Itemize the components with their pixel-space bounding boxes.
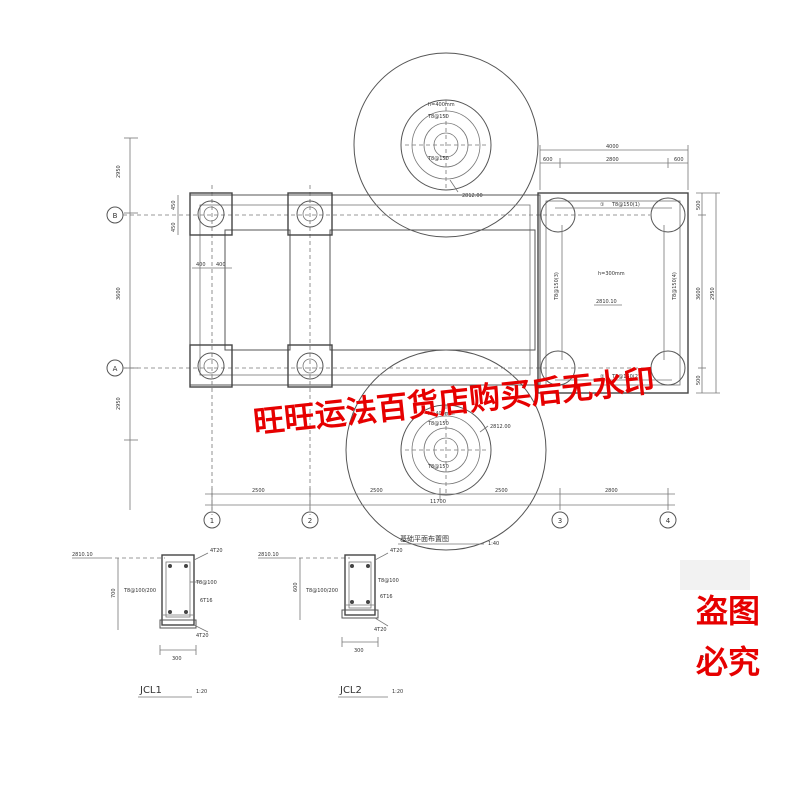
- left-dim-label: 3600: [116, 287, 122, 300]
- circle-rebar-label: T8@150: [427, 464, 449, 470]
- lower-circle-foundation: h=400mm T8@150 T8@150 2812.00: [345, 349, 547, 551]
- axis-bubble-b: B: [106, 206, 650, 224]
- axis-bubble-2: 2: [301, 511, 319, 529]
- circle-elev-label: 2812.00: [462, 193, 483, 199]
- section-top-rebar: 4T20: [390, 548, 403, 554]
- axis-bubble-a: A: [106, 359, 650, 377]
- svg-text:2l: 2l: [700, 654, 706, 662]
- svg-text:3: 3: [558, 517, 562, 525]
- right-side-dim: 500: [696, 200, 702, 210]
- left-sub-dim-label: 450: [171, 200, 177, 210]
- left-dimension-chain: 2950 3600 2950 450 450: [116, 137, 179, 510]
- plan-title-text: 基础平面布置图: [400, 534, 449, 543]
- slab-rebar-bottom: T8@150(2): [611, 374, 640, 380]
- section-height: 600: [293, 582, 299, 592]
- section-side-bar: 6T16: [200, 598, 213, 604]
- slab-rebar-side: T8@150(4): [672, 272, 678, 301]
- axis-letter: A: [113, 365, 118, 373]
- slab-rebar-side: T8@150(3): [554, 272, 560, 301]
- right-side-total: 2950: [710, 287, 716, 300]
- axis-bubble-4: 4: [659, 511, 677, 529]
- section-elev: 2810.10: [258, 552, 279, 558]
- right-side-dim: 3600: [696, 287, 702, 300]
- bottom-dim: 2800: [605, 488, 618, 494]
- axis-letter: B: [113, 212, 118, 220]
- section-bottom-rebar: 4T20: [374, 627, 387, 633]
- bottom-dimension-chain: 2500 2500 2500 2800 11700: [205, 488, 675, 510]
- slab-rebar-top: T8@150(1): [611, 202, 640, 208]
- section-bottom-rebar: 4T20: [196, 633, 209, 639]
- column-sub-dims: 400 400: [192, 262, 232, 269]
- right-top-dims: 4000 600 2800 600: [539, 144, 689, 190]
- right-top-total: 4000: [606, 144, 619, 150]
- faint-logo-watermark: 2l: [680, 560, 750, 662]
- svg-text:1: 1: [210, 517, 214, 525]
- watermark-stamp-line1: 盗图: [696, 592, 760, 630]
- circle-rebar-label: T8@150: [427, 156, 449, 162]
- column-pad-a1: [189, 344, 233, 388]
- left-sub-dim-label: 450: [171, 222, 177, 232]
- right-top-dim: 2800: [606, 157, 619, 163]
- slab-foundation-right: ① T8@150(1) ② T8@150(2) T8@150(3) T8@150…: [537, 192, 689, 394]
- section-top-rebar: 4T20: [210, 548, 223, 554]
- section-jcl1: 2810.10 700 4T20 T8@100 6T16 T8@100/200 …: [72, 548, 223, 698]
- column-pad-b1: [189, 192, 233, 236]
- section-name: JCL2: [339, 685, 362, 696]
- section-width: 300: [172, 656, 182, 662]
- right-side-dims: 500 3600 500 2950: [696, 192, 720, 394]
- circle-elev-label: 2812.00: [490, 424, 511, 430]
- column-pad-a2: [287, 344, 333, 388]
- column-pad-b2: [287, 192, 333, 236]
- column-sub-dim-label: 400: [196, 262, 206, 268]
- beam-frame-left: [189, 185, 541, 515]
- left-dim-label: 2950: [116, 165, 122, 178]
- bottom-dim: 2500: [495, 488, 508, 494]
- slab-thickness-label: h=300mm: [598, 271, 625, 277]
- circle-rebar-label: T8@150: [427, 114, 449, 120]
- plan-title: 基础平面布置图 1:40: [398, 534, 499, 547]
- section-scale: 1:20: [392, 689, 403, 695]
- plan-scale-text: 1:40: [488, 541, 499, 547]
- section-side-bar: 6T16: [380, 594, 393, 600]
- section-stirrup-left: T8@100/200: [305, 588, 338, 594]
- bottom-dim: 2500: [252, 488, 265, 494]
- svg-text:2: 2: [308, 517, 312, 525]
- watermark-stamp-line2: 必究: [696, 643, 760, 681]
- circle-rebar-label: T8@150: [427, 421, 449, 427]
- section-jcl2: 2810.10 600 4T20 T8@100 6T16 T8@100/200 …: [258, 548, 403, 698]
- upper-circle-foundation: h=400mm T8@150 T8@150 2812.00: [353, 52, 539, 238]
- red-stamp: 盗图 必究: [696, 592, 760, 681]
- section-stirrup: T8@100: [377, 578, 399, 584]
- axis-bubble-3: 3: [551, 511, 569, 529]
- slab-mark: ①: [600, 202, 605, 208]
- section-stirrup: T8@100: [195, 580, 217, 586]
- bottom-dim: 2500: [370, 488, 383, 494]
- section-stirrup-left: T8@100/200: [123, 588, 156, 594]
- section-elev: 2810.10: [72, 552, 93, 558]
- right-side-dim: 500: [696, 375, 702, 385]
- circle-thickness-label: h=400mm: [428, 411, 455, 417]
- left-dim-label: 2950: [116, 397, 122, 410]
- section-name: JCL1: [139, 685, 162, 696]
- circle-thickness-label: h=400mm: [428, 102, 455, 108]
- slab-elev-label: 2810.10: [596, 299, 617, 305]
- svg-text:4: 4: [666, 517, 671, 525]
- axis-bubble-1: 1: [203, 511, 221, 529]
- section-width: 300: [354, 648, 364, 654]
- section-scale: 1:20: [196, 689, 207, 695]
- bottom-total: 11700: [430, 499, 446, 505]
- section-height: 700: [111, 588, 117, 598]
- right-top-dim: 600: [543, 157, 553, 163]
- slab-mark: ②: [600, 374, 605, 380]
- column-sub-dim-label: 400: [216, 262, 226, 268]
- right-top-dim: 600: [674, 157, 684, 163]
